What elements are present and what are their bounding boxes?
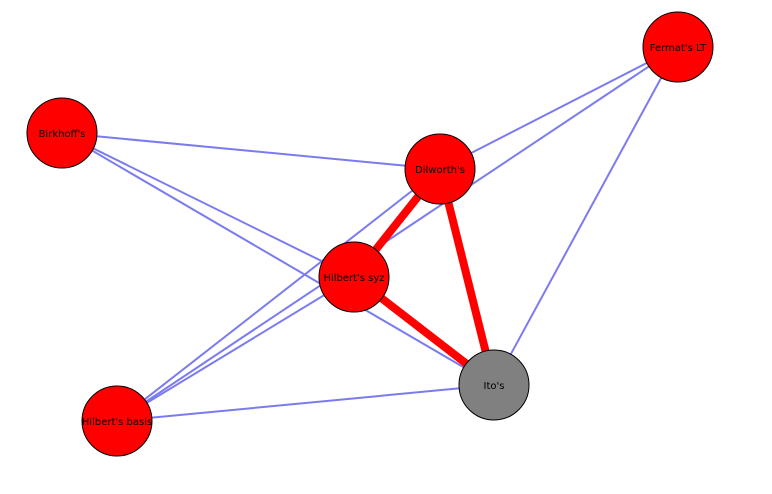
edge-layer	[61, 46, 679, 422]
node-circle[interactable]	[458, 349, 530, 421]
node-circle[interactable]	[318, 241, 390, 313]
node-layer: Fermat's LT Birkhoff'sDilworth'sHilbert's…	[26, 11, 714, 457]
node-fermat[interactable]: Fermat's LT	[642, 11, 714, 83]
node-label: Fermat's LT	[650, 43, 707, 54]
node-birkhoff[interactable]: Birkhoff's	[26, 97, 98, 169]
edge-fermat-dilworth	[439, 46, 679, 170]
node-label: Dilworth's	[415, 165, 465, 176]
node-hilbert-syz[interactable]: Hilbert's syz	[318, 241, 390, 313]
node-circle[interactable]	[404, 133, 476, 205]
node-circle[interactable]	[642, 11, 714, 83]
node-circle[interactable]	[81, 385, 153, 457]
node-ito[interactable]: Ito's	[458, 349, 530, 421]
node-hilbert-basis[interactable]: Hilbert's basis	[81, 385, 153, 457]
node-label: Birkhoff's	[39, 129, 86, 140]
node-label: Ito's	[484, 381, 505, 392]
edge-dilworth-ito	[436, 168, 498, 386]
edge-hilbert-basis-ito	[116, 384, 495, 422]
edge-dilworth-hilbert-basis	[116, 168, 441, 422]
edge-fermat-hilbert-basis	[116, 46, 679, 422]
edge-birkhoff-ito	[61, 132, 495, 386]
node-label: Hilbert's syz	[323, 273, 384, 284]
node-label: Hilbert's basis	[82, 417, 152, 428]
edge-birkhoff-dilworth	[61, 132, 441, 170]
edge-fermat-ito	[493, 46, 679, 386]
edge-birkhoff-hilbert-syz	[61, 132, 355, 278]
node-dilworth[interactable]: Dilworth's	[404, 133, 476, 205]
node-circle[interactable]	[26, 97, 98, 169]
edge-hilbert-syz-hilbert-basis	[116, 276, 355, 422]
